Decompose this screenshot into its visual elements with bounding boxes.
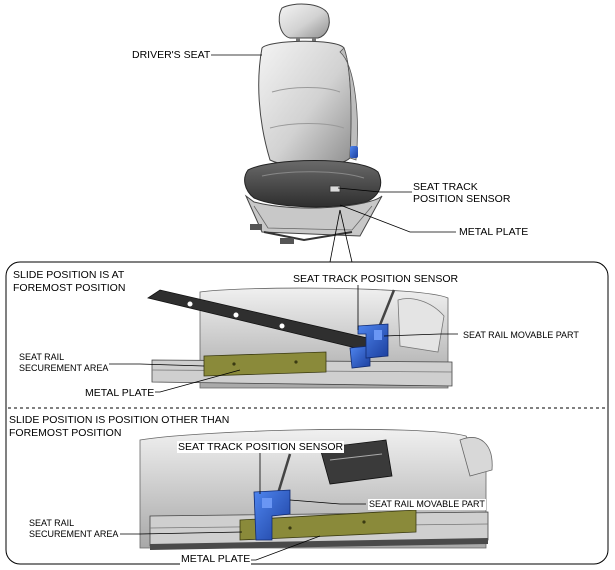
label-metal-plate-foremost: METAL PLATE [84,387,156,399]
label-sensor-top-line1: SEAT TRACK [412,181,479,193]
panel-other-title-line2: FOREMOST POSITION [8,427,123,439]
seat-track-sensor-other [253,489,291,541]
label-movable-part-other: SEAT RAIL MOVABLE PART [368,499,486,510]
label-securement-other-line2: SECUREMENT AREA [28,529,120,540]
panel-other-title-line1: SLIDE POSITION IS POSITION OTHER THAN [8,414,231,426]
label-sensor-other: SEAT TRACK POSITION SENSOR [177,441,345,453]
label-sensor-foremost: SEAT TRACK POSITION SENSOR [292,273,460,285]
panel-foremost-title-line1: SLIDE POSITION IS AT [12,269,126,281]
label-metal-plate-other: METAL PLATE [180,553,252,565]
foremost-rail-illustration [147,287,453,389]
seat-lever-icon [350,146,358,158]
seat-track-sensor-foremost [349,323,389,369]
label-metal-plate-top: METAL PLATE [458,226,530,238]
label-drivers-seat: DRIVER'S SEAT [131,49,212,61]
label-securement-foremost-line1: SEAT RAIL [18,352,66,363]
label-sensor-top-line2: POSITION SENSOR [412,193,512,205]
other-rail-illustration [139,428,493,550]
label-securement-other-line1: SEAT RAIL [28,518,76,529]
label-securement-foremost-line2: SECUREMENT AREA [18,363,110,374]
label-movable-part-foremost: SEAT RAIL MOVABLE PART [462,330,580,341]
metal-plate-other [239,509,417,541]
drivers-seat-illustration [244,3,383,244]
metal-plate-foremost [203,351,327,377]
panel-foremost-title-line2: FOREMOST POSITION [12,282,127,294]
